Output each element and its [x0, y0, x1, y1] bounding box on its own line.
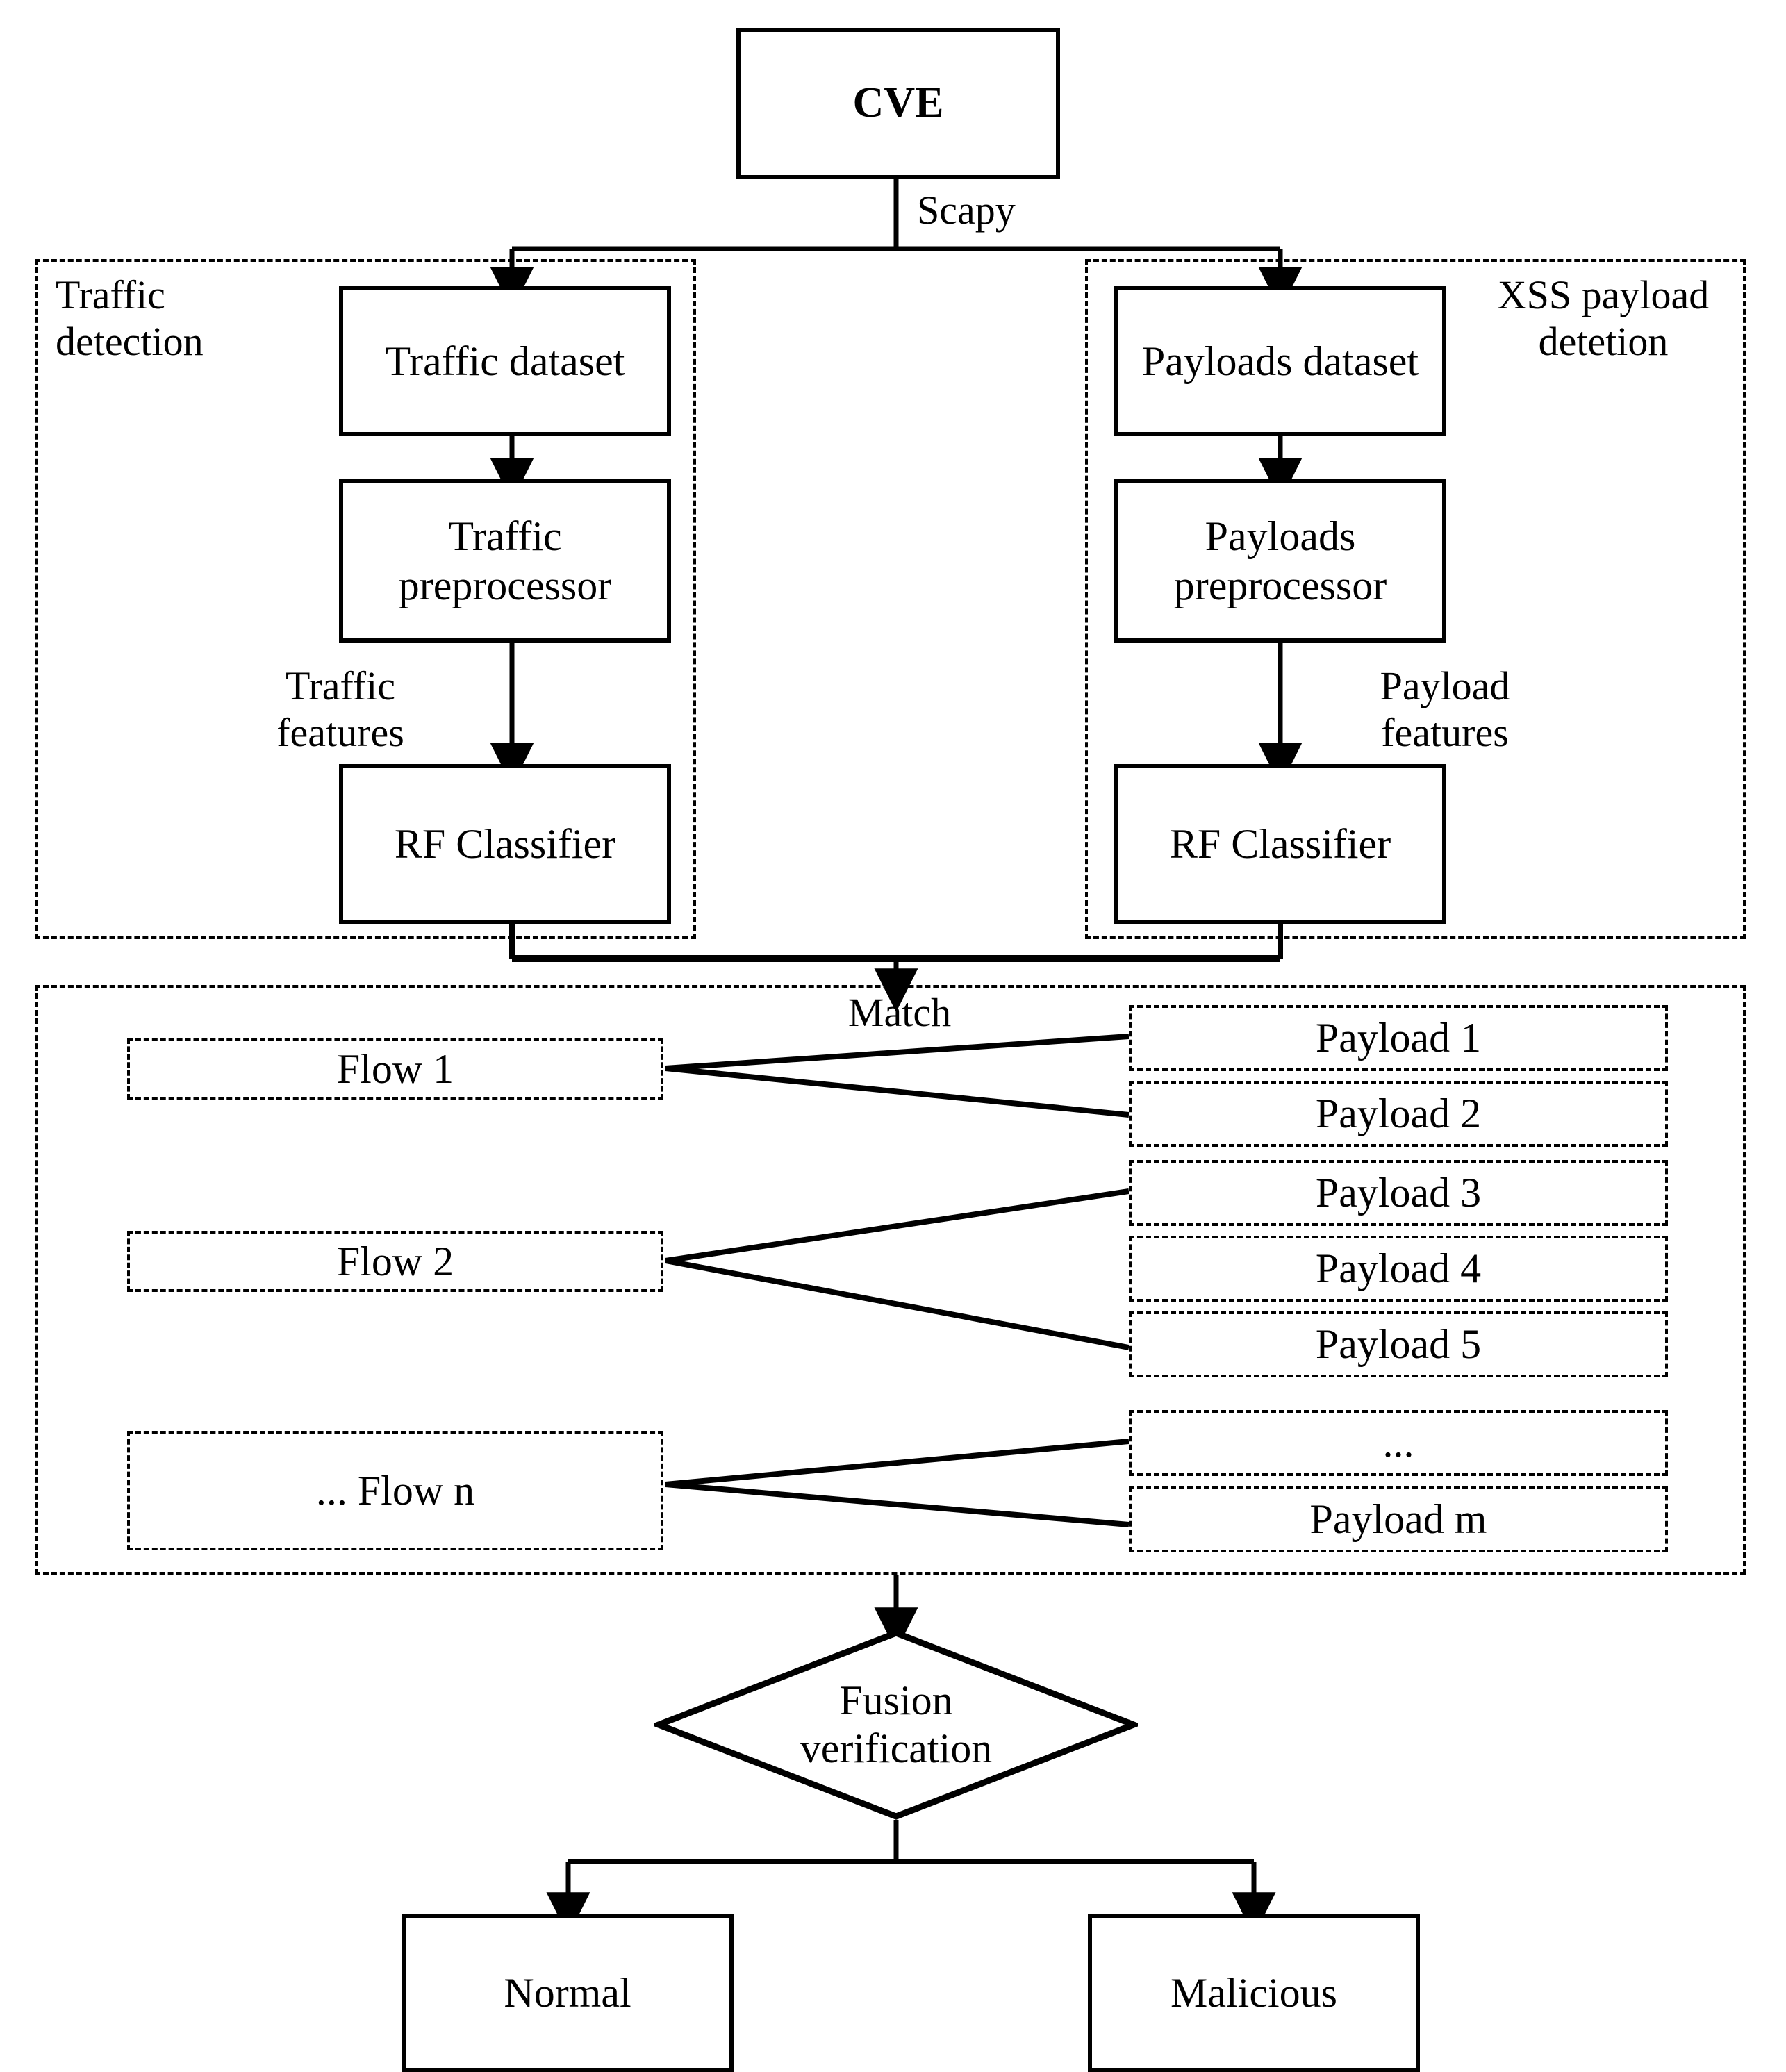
- edge-label-payload-features: Payload features: [1380, 663, 1510, 755]
- node-payload-5[interactable]: Payload 5: [1129, 1311, 1668, 1377]
- group-xss-payload-detection: [1085, 259, 1746, 939]
- node-flow-1[interactable]: Flow 1: [127, 1038, 663, 1100]
- edge-label-traffic-features: Traffic features: [276, 663, 404, 755]
- node-flow-2[interactable]: Flow 2: [127, 1231, 663, 1292]
- node-traffic-dataset[interactable]: Traffic dataset: [339, 286, 671, 436]
- node-payloads-preprocessor[interactable]: Payloads preprocessor: [1114, 479, 1446, 643]
- group-label-traffic-detection: Traffic detection: [56, 272, 204, 364]
- diamond-shape: [650, 1630, 1143, 1820]
- node-fusion-verification-label: Fusion verification: [800, 1677, 993, 1771]
- group-match: [35, 985, 1746, 1575]
- group-traffic-detection: [35, 259, 696, 939]
- node-payload-3[interactable]: Payload 3: [1129, 1160, 1668, 1226]
- node-flow-n[interactable]: ... Flow n: [127, 1431, 663, 1550]
- node-payload-2[interactable]: Payload 2: [1129, 1081, 1668, 1147]
- edge-label-match: Match: [847, 990, 952, 1035]
- node-payload-ellipsis[interactable]: ...: [1129, 1410, 1668, 1476]
- node-traffic-preprocessor[interactable]: Traffic preprocessor: [339, 479, 671, 643]
- node-normal[interactable]: Normal: [402, 1914, 734, 2072]
- node-traffic-rf-classifier[interactable]: RF Classifier: [339, 764, 671, 924]
- node-malicious[interactable]: Malicious: [1088, 1914, 1420, 2072]
- node-payload-rf-classifier[interactable]: RF Classifier: [1114, 764, 1446, 924]
- node-cve[interactable]: CVE: [736, 28, 1060, 179]
- node-payloads-dataset[interactable]: Payloads dataset: [1114, 286, 1446, 436]
- node-fusion-verification[interactable]: Fusion verification: [650, 1629, 1143, 1821]
- edge-label-scapy: Scapy: [917, 188, 1016, 233]
- group-label-xss-payload-detection: XSS payload detetion: [1497, 272, 1710, 364]
- node-payload-4[interactable]: Payload 4: [1129, 1236, 1668, 1302]
- node-payload-1[interactable]: Payload 1: [1129, 1005, 1668, 1071]
- node-payload-m[interactable]: Payload m: [1129, 1486, 1668, 1552]
